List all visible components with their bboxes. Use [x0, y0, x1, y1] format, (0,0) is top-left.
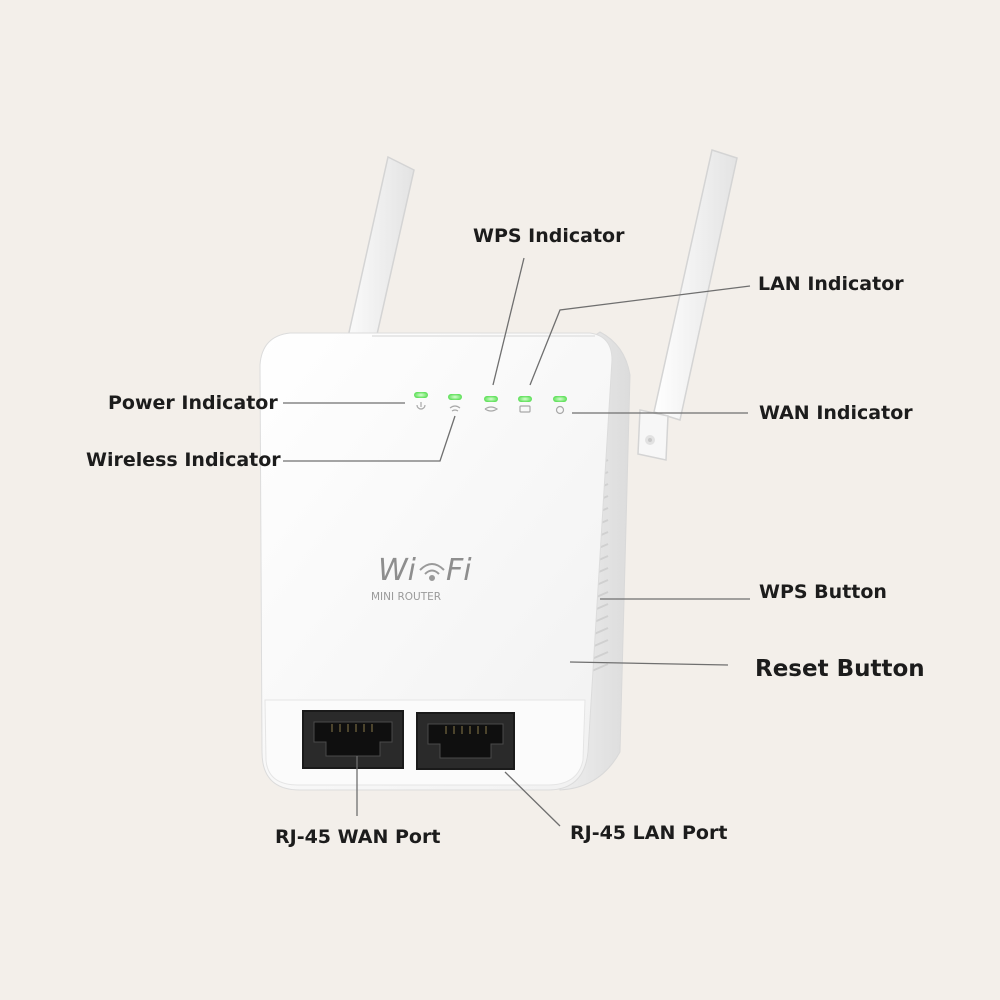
lan-port: [416, 712, 515, 770]
wan-indicator-label: WAN Indicator: [759, 402, 913, 424]
logo-wordmark: Wi: [378, 553, 417, 588]
wan-port-label: RJ-45 WAN Port: [275, 826, 441, 848]
led-row: [414, 392, 567, 415]
wps-indicator-label: WPS Indicator: [473, 225, 625, 247]
leader-lines: [283, 257, 751, 827]
wps-button-label: WPS Button: [759, 581, 887, 603]
reset-button-label: Reset Button: [755, 656, 925, 682]
lan-indicator-label: LAN Indicator: [758, 273, 904, 295]
power-icon: [416, 404, 426, 410]
wan-led: [553, 396, 567, 402]
wan-port: [302, 710, 404, 769]
logo-wifi-icon: [419, 563, 445, 581]
wireless-led: [448, 394, 462, 400]
right-antenna: [637, 149, 738, 461]
wireless-indicator-label: Wireless Indicator: [86, 449, 281, 471]
wifi-logo: Wi Fi MINI ROUTER: [371, 553, 472, 603]
logo-wordmark-end: Fi: [446, 553, 472, 588]
power-led: [414, 392, 428, 398]
wps-indicator-leader: [492, 257, 525, 386]
wireless-indicator-leader: [283, 415, 456, 462]
wps-led: [484, 396, 498, 402]
logo-subtitle: MINI ROUTER: [371, 591, 441, 603]
lan-led: [518, 396, 532, 402]
lan-indicator-leader: [529, 285, 751, 386]
reset-button-leader: [569, 661, 729, 666]
power-indicator-label: Power Indicator: [108, 392, 278, 414]
lan-icon: [519, 405, 531, 413]
wps-icon: [484, 406, 499, 412]
lan-port-leader: [504, 771, 561, 827]
wifi-icon: [449, 405, 461, 409]
wan-icon: [555, 405, 565, 415]
lan-port-label: RJ-45 LAN Port: [570, 822, 728, 844]
